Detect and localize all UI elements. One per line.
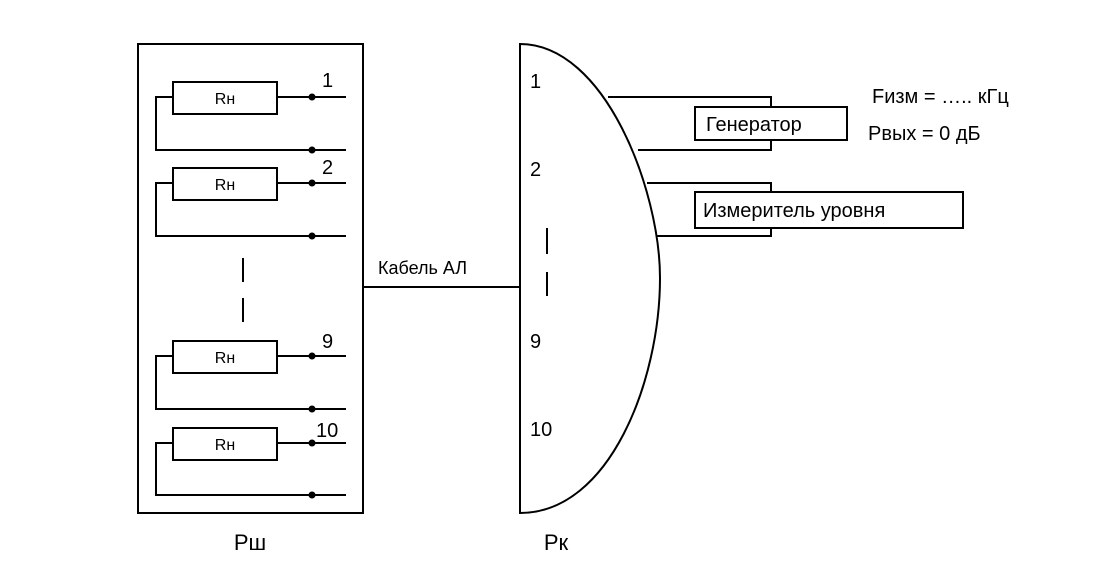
load-block-2: Rн 2: [155, 157, 346, 240]
meter-wire-bottom: [656, 228, 772, 237]
right-number-9: 9: [530, 331, 541, 353]
level-meter-label: Измеритель уровня: [703, 200, 885, 222]
load-block-9: Rн 9: [155, 331, 346, 413]
frequency-text: Fизм = ….. кГц: [872, 86, 1009, 108]
output-number-1: 1: [322, 70, 333, 92]
output-number-2: 2: [322, 157, 333, 179]
right-panel-label: Рк: [544, 530, 569, 555]
resistor-2-label: Rн: [215, 177, 235, 194]
left-panel-frame: [137, 43, 364, 514]
load-block-10: Rн 10: [155, 420, 346, 499]
right-number-2: 2: [530, 159, 541, 181]
right-number-10: 10: [530, 419, 552, 441]
generator-wire-bottom: [638, 140, 772, 151]
load-block-1: Rн 1: [155, 70, 346, 154]
generator-box: [694, 106, 848, 141]
output-number-10: 10: [316, 420, 338, 442]
right-panel-shape: [519, 42, 662, 515]
output-number-9: 9: [322, 331, 333, 353]
generator-wire-top: [608, 96, 772, 107]
cable-label: Кабель АЛ: [378, 258, 467, 278]
resistor-10-label: Rн: [215, 437, 235, 454]
generator-label: Генератор: [706, 114, 802, 136]
resistor-1-label: Rн: [215, 91, 235, 108]
right-number-1: 1: [530, 71, 541, 93]
resistor-1: [172, 81, 278, 115]
meter-wire-top: [647, 182, 772, 192]
left-panel-label: Рш: [234, 530, 266, 555]
resistor-9-label: Rн: [215, 350, 235, 367]
level-meter-box: [694, 191, 964, 229]
power-text: Рвых = 0 дБ: [868, 123, 981, 145]
